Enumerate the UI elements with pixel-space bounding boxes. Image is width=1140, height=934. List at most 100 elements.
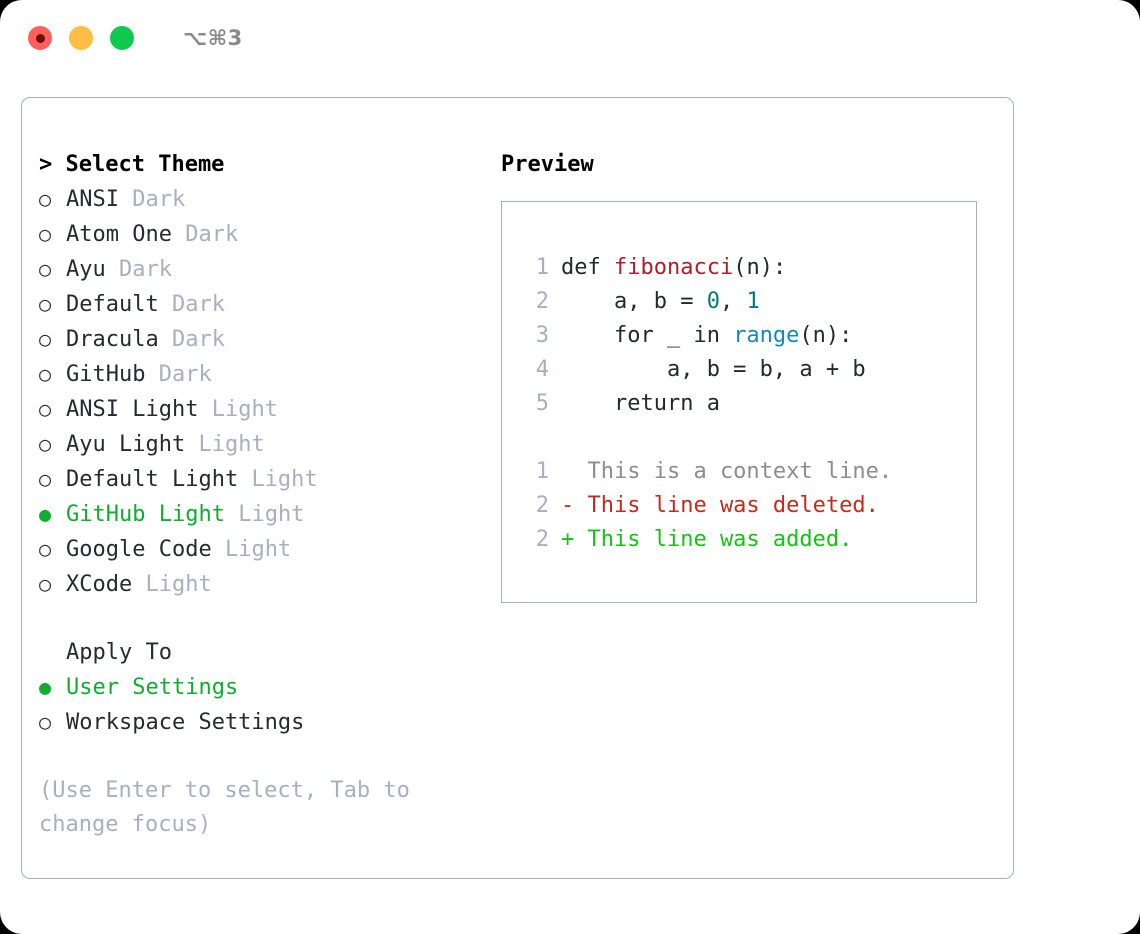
minimize-window-button[interactable] [69, 26, 93, 50]
code-token: , [719, 289, 747, 314]
theme-option[interactable]: ○ ANSI Light Light [39, 392, 489, 427]
theme-option-kind: Light [238, 502, 305, 527]
theme-option[interactable]: ○Ayu Dark [39, 252, 489, 287]
theme-option-gap [145, 358, 158, 392]
code-token: 0 [706, 289, 720, 314]
theme-picker-dialog: > Select Theme ○ANSI Dark○Atom One Dark○… [21, 97, 1014, 879]
radio-unselected-icon: ○ [39, 362, 52, 386]
code-line-number: 1 [535, 459, 549, 484]
theme-option-kind: Dark [132, 187, 186, 212]
code-line: 2 + This line was added. [519, 523, 892, 557]
theme-option-gap [198, 393, 211, 427]
theme-option-kind: Dark [158, 362, 212, 387]
theme-option-gap [238, 463, 251, 497]
code-token: (n): [733, 255, 787, 280]
code-line-number: 2 [535, 493, 549, 518]
code-token: a, b = [561, 289, 707, 314]
keyboard-hint-text: (Use Enter to select, Tab to change focu… [39, 778, 410, 837]
window-controls [28, 26, 134, 50]
code-token: (n): [799, 323, 853, 348]
apply-to-list[interactable]: ● User Settings ○ Workspace Settings [39, 670, 489, 740]
theme-option-name: Default [66, 292, 159, 317]
theme-option-gap [212, 533, 225, 567]
code-line: 1 This is a context line. [519, 455, 892, 489]
code-token: for _ in [561, 323, 734, 348]
radio-unselected-icon: ○ [39, 710, 52, 734]
radio-unselected-icon: ○ [39, 327, 52, 351]
theme-option-gap [159, 323, 172, 357]
theme-option-kind: Light [145, 572, 212, 597]
theme-option[interactable]: ○Default Dark [39, 287, 489, 322]
code-line-number: 1 [535, 255, 549, 280]
code-line: 1 def fibonacci(n): [519, 251, 892, 285]
radio-unselected-icon: ○ [39, 257, 52, 281]
theme-option-kind: Light [211, 397, 278, 422]
close-window-button[interactable] [28, 26, 52, 50]
theme-option-name: ANSI Light [66, 397, 199, 422]
theme-option-gap [225, 498, 238, 532]
theme-option-name: ANSI [66, 187, 119, 212]
code-line-number: 2 [535, 527, 549, 552]
theme-option-gap [172, 218, 185, 252]
theme-list[interactable]: ○ANSI Dark○Atom One Dark○Ayu Dark○Defaul… [39, 182, 489, 602]
code-line-number: 2 [535, 289, 549, 314]
code-line: 5 return a [519, 387, 892, 421]
radio-unselected-icon: ○ [39, 397, 52, 421]
theme-option[interactable]: ○Ayu Light Light [39, 427, 489, 462]
radio-selected-icon: ● [39, 675, 52, 699]
theme-option[interactable]: ●GitHub Light Light [39, 497, 489, 532]
radio-unselected-icon: ○ [39, 432, 52, 456]
apply-to-option[interactable]: ● User Settings [39, 670, 489, 705]
theme-option-kind: Dark [171, 327, 225, 352]
code-line: 2 - This line was deleted. [519, 489, 892, 523]
apply-to-option-name: Workspace Settings [66, 710, 305, 735]
theme-option-name: Ayu Light [66, 432, 186, 457]
radio-selected-icon: ● [39, 502, 52, 526]
theme-option-name: Google Code [66, 537, 212, 562]
apply-to-option[interactable]: ○ Workspace Settings [39, 705, 489, 740]
theme-option-kind: Dark [185, 222, 239, 247]
maximize-window-button[interactable] [110, 26, 134, 50]
code-line-number: 4 [535, 357, 549, 382]
radio-unselected-icon: ○ [39, 537, 52, 561]
radio-unselected-icon: ○ [39, 292, 52, 316]
code-token: def [561, 255, 614, 280]
theme-option-gap [185, 428, 198, 462]
code-line: 3 for _ in range(n): [519, 319, 892, 353]
theme-selection-pane: > Select Theme ○ANSI Dark○Atom One Dark○… [39, 148, 489, 842]
theme-option[interactable]: ○ Google Code Light [39, 532, 489, 567]
theme-option-kind: Light [251, 467, 318, 492]
code-line-number: 3 [535, 323, 549, 348]
select-theme-heading: > Select Theme [39, 152, 225, 177]
code-line: 2 a, b = 0, 1 [519, 285, 892, 319]
theme-option-name: Default Light [66, 467, 239, 492]
apply-to-option-name: User Settings [66, 675, 239, 700]
theme-option[interactable]: ○ Default Light Light [39, 462, 489, 497]
keyboard-shortcut-label: ⌥⌘3 [183, 26, 243, 50]
code-blank-line [519, 421, 892, 455]
theme-option[interactable]: ○ GitHub Dark [39, 357, 489, 392]
code-token: + This line was added. [561, 527, 853, 552]
code-line-number: 5 [535, 391, 549, 416]
theme-option-name: Dracula [66, 327, 159, 352]
list-spacer [39, 602, 489, 636]
theme-option-name: GitHub [66, 362, 146, 387]
code-token: fibonacci [613, 255, 734, 280]
code-token: - This line was deleted. [561, 493, 879, 518]
theme-option-kind: Light [224, 537, 292, 562]
preview-heading: Preview [501, 152, 594, 177]
theme-option[interactable]: ○Atom One Dark [39, 217, 489, 252]
radio-unselected-icon: ○ [39, 467, 52, 491]
theme-option-name: Atom One [66, 222, 172, 247]
theme-option-gap [132, 568, 145, 602]
theme-option[interactable]: ○ANSI Dark [39, 182, 489, 217]
code-line: 4 a, b = b, a + b [519, 353, 892, 387]
theme-option[interactable]: ○XCode Light [39, 567, 489, 602]
theme-option[interactable]: ○ Dracula Dark [39, 322, 489, 357]
code-token: a, b = b, a + b [561, 357, 866, 382]
code-token: range [733, 323, 800, 348]
radio-unselected-icon: ○ [39, 572, 52, 596]
